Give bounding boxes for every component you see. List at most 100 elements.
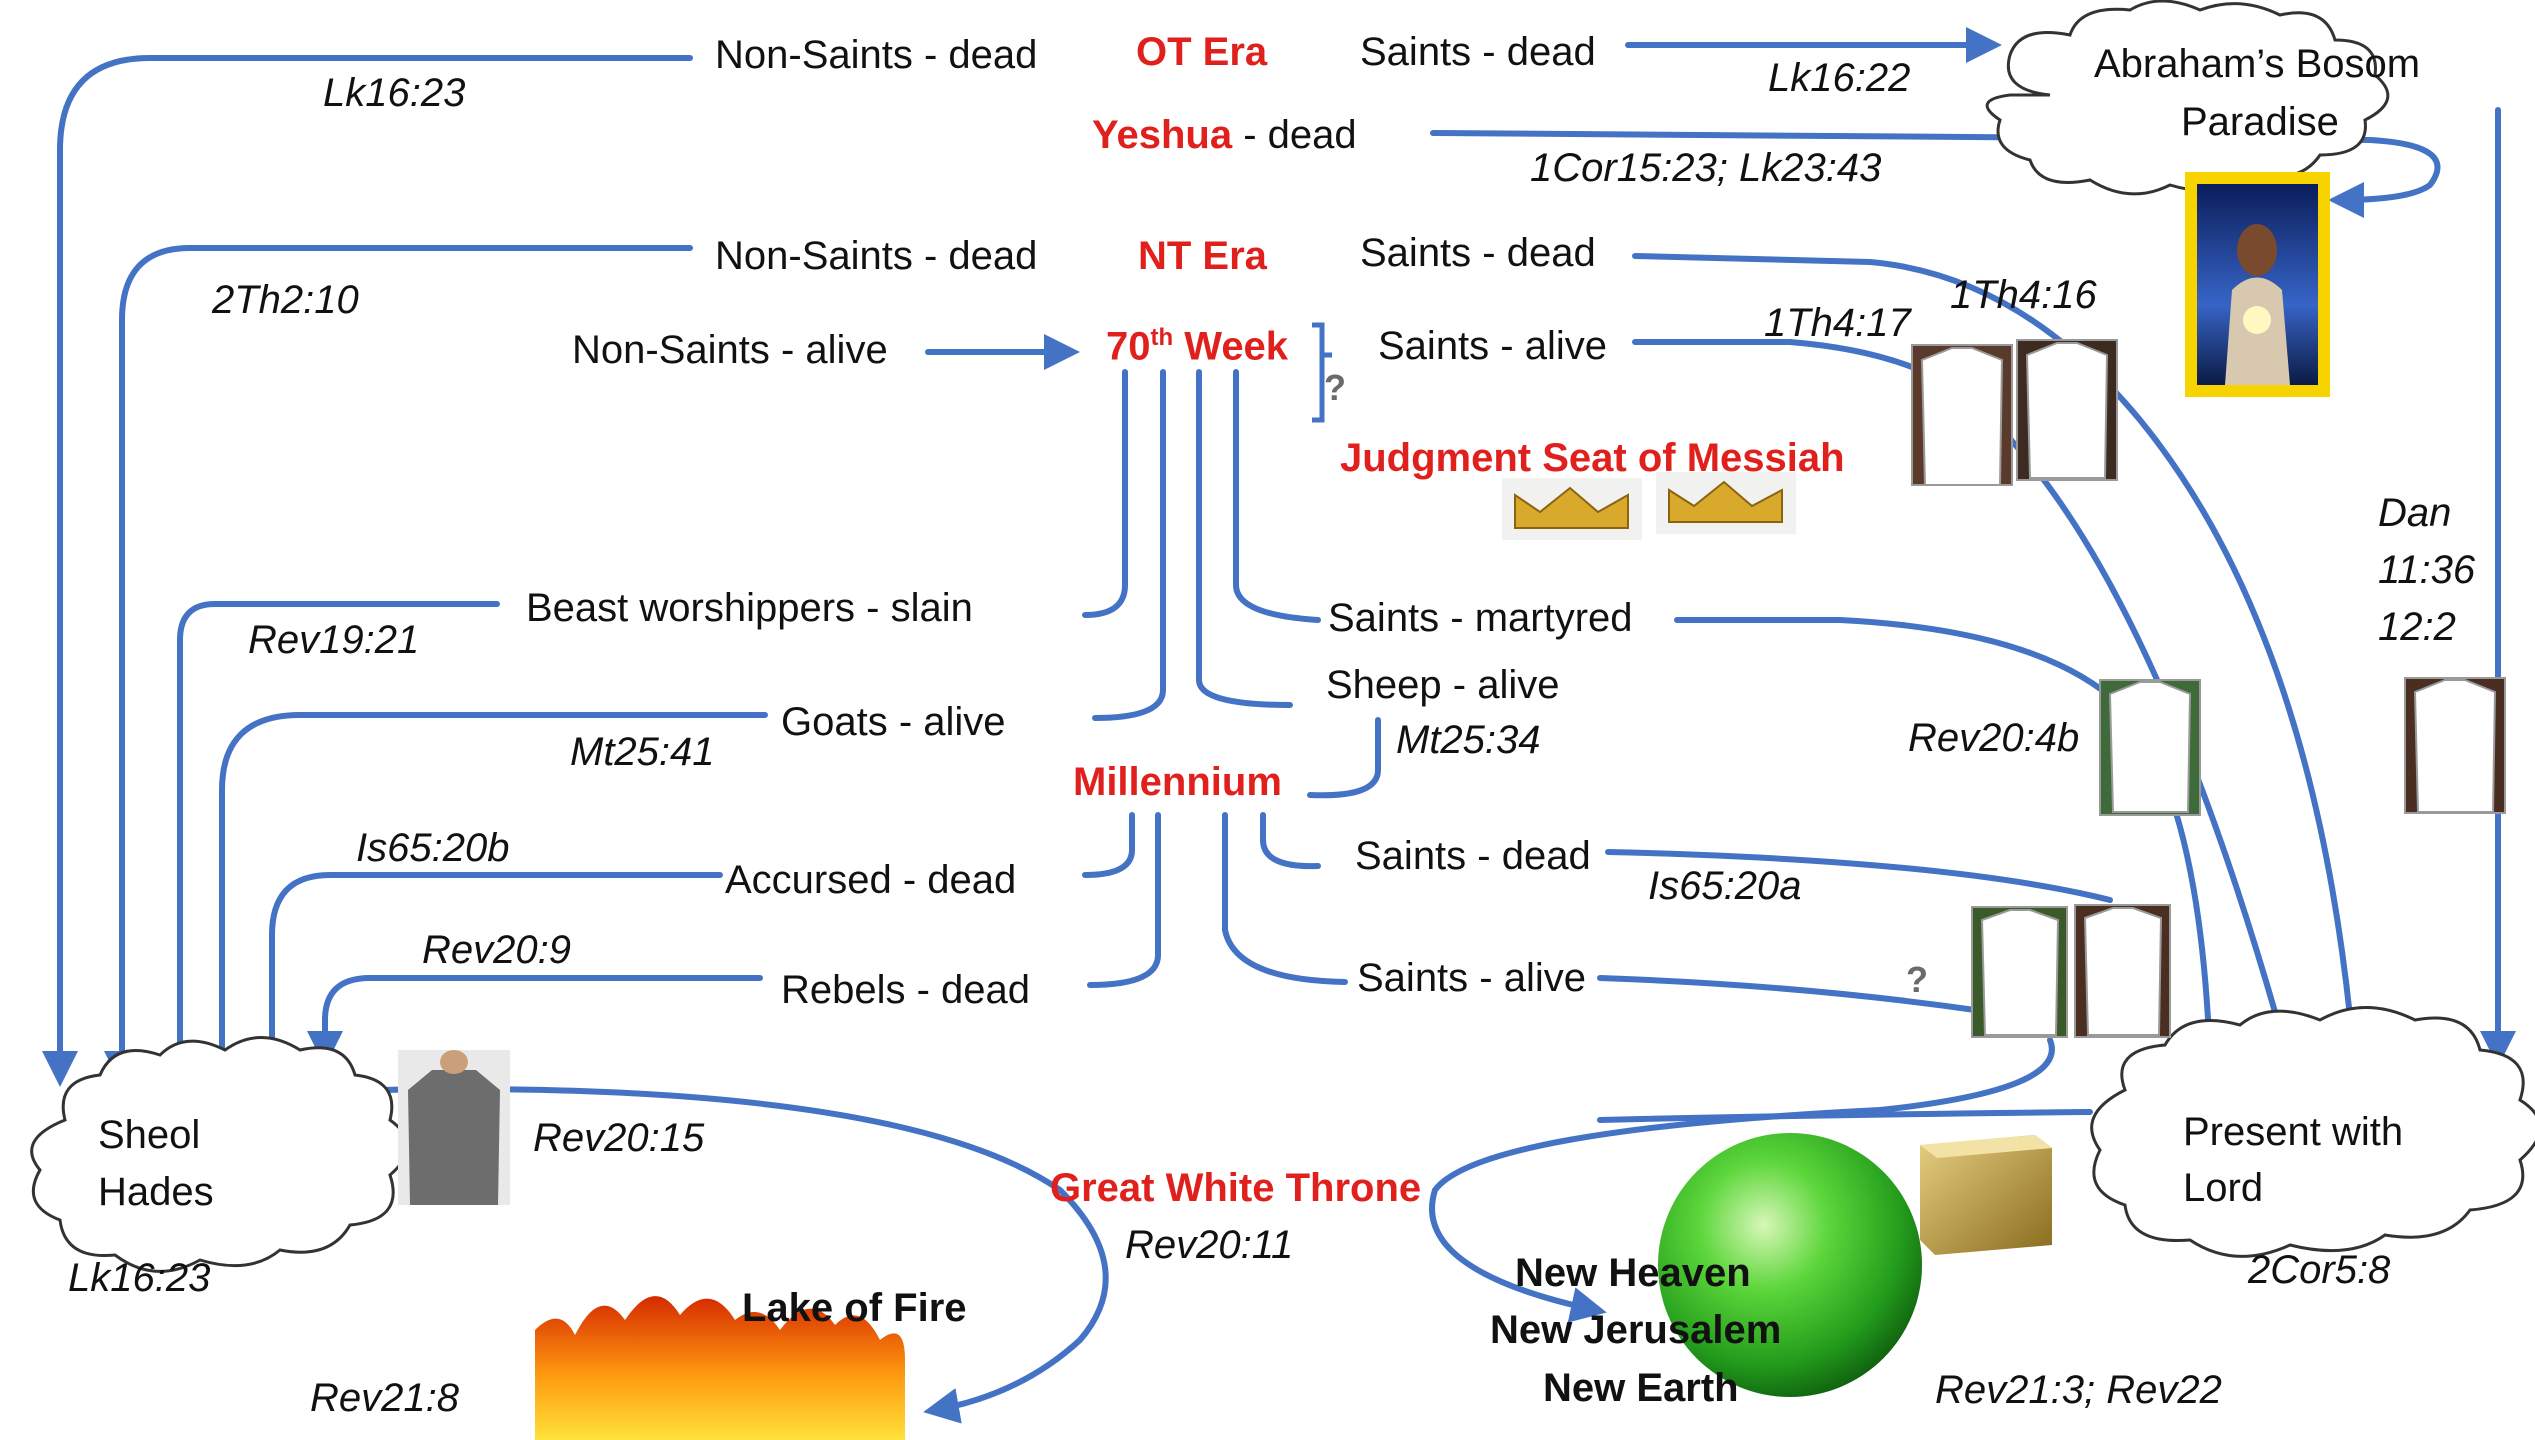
yeshua-name: Yeshua	[1092, 113, 1233, 157]
seventieth-week-label: 70th Week	[1106, 324, 1289, 369]
new-earth-globe	[1658, 1133, 1922, 1397]
ref-dan-1136: 11:36	[2378, 548, 2476, 592]
ref-dan-122: 12:2	[2378, 605, 2456, 649]
robe-figures	[1911, 339, 2506, 1038]
arrow-present-to-new-earth	[1597, 1109, 2093, 1123]
arrow-saints-to-new-earth	[1429, 1037, 2055, 1323]
cloud-sheol-hades	[30, 1036, 409, 1273]
branch-mill-to-saints-alive	[1222, 812, 1348, 985]
lake-of-fire-label: Lake of Fire	[742, 1286, 967, 1330]
arrow-rebels-to-sheol	[307, 975, 763, 1067]
branch-mill-to-accursed	[1082, 812, 1135, 878]
ot-saints-dead: Saints - dead	[1360, 30, 1596, 74]
yeshua-dead: Yeshua - dead	[1092, 115, 1357, 155]
branch-70th-to-sheep	[1196, 369, 1293, 708]
paradise-label: Paradise	[2181, 100, 2339, 144]
ref-rev218: Rev21:8	[310, 1376, 459, 1420]
ref-1cor1523: 1Cor15:23; Lk23:43	[1530, 146, 1882, 190]
question-mark-week: ?	[1324, 367, 1346, 408]
ref-lk1623-bottom: Lk16:23	[68, 1256, 211, 1300]
robe-dan	[2404, 677, 2506, 814]
ot-era-label: OT Era	[1136, 30, 1268, 74]
ref-lk1622: Lk16:22	[1768, 56, 1911, 100]
millennium-label: Millennium	[1073, 760, 1282, 804]
judgment-seat-label: Judgment Seat of Messiah	[1340, 436, 1845, 480]
ref-1th417: 1Th4:17	[1764, 301, 1911, 345]
accursed-dead: Accursed - dead	[725, 858, 1017, 902]
robe-rev204b	[2099, 679, 2201, 816]
ref-2cor58: 2Cor5:8	[2248, 1248, 2391, 1292]
millennium-saints-alive: Saints - alive	[1357, 956, 1586, 1000]
ref-dan: Dan	[2378, 491, 2452, 535]
nt-saints-dead: Saints - dead	[1360, 231, 1596, 275]
robe-1th4-b	[2016, 339, 2118, 481]
beast-worshippers-slain: Beast worshippers - slain	[526, 586, 973, 630]
nonsaints-alive: Non-Saints - alive	[572, 328, 888, 372]
lake-of-fire-image	[535, 1296, 905, 1440]
millennium-saints-dead: Saints - dead	[1355, 834, 1591, 878]
branch-70th-to-martyred	[1233, 369, 1321, 623]
robe-1th4-a	[1911, 344, 2013, 486]
rebels-dead: Rebels - dead	[781, 968, 1031, 1012]
sheep-alive: Sheep - alive	[1326, 663, 1560, 707]
arrow-nt-nonsaints-to-sheol	[104, 245, 693, 1087]
branch-mill-to-saints-dead	[1260, 812, 1321, 870]
arrow-beast-to-sheol	[162, 601, 500, 1087]
ref-rev2015: Rev20:15	[533, 1116, 705, 1160]
branch-sheep-to-millennium	[1307, 717, 1381, 799]
sheol-label: Sheol	[98, 1113, 201, 1157]
ref-is6520b: Is65:20b	[356, 826, 510, 870]
ref-rev1921: Rev19:21	[248, 618, 420, 662]
hades-label: Hades	[98, 1170, 214, 1214]
ref-rev213-rev22: Rev21:3; Rev22	[1935, 1368, 2222, 1412]
nt-era-label: NT Era	[1138, 234, 1267, 278]
branch-mill-to-rebels	[1087, 812, 1161, 988]
ref-2th210: 2Th2:10	[212, 278, 359, 322]
abrahams-bosom-label: Abraham’s Bosom	[2094, 42, 2421, 86]
goats-alive: Goats - alive	[781, 700, 1006, 744]
arrow-nt-saints-dead-to-present	[1632, 253, 2358, 1073]
new-jerusalem-cube	[1920, 1135, 2052, 1255]
week-bracket	[1312, 322, 1332, 423]
arrow-sheol-to-lake	[375, 1086, 1109, 1424]
ot-nonsaints-dead: Non-Saints - dead	[715, 33, 1038, 77]
cloud-present-with-lord	[2090, 1006, 2535, 1258]
new-heaven-label: New Heaven	[1515, 1251, 1751, 1295]
great-white-throne-label: Great White Throne	[1050, 1166, 1422, 1210]
question-mark-saints: ?	[1906, 959, 1928, 1000]
branch-70th-to-goats	[1092, 369, 1166, 721]
ref-1th416: 1Th4:16	[1950, 273, 2097, 317]
ref-mt2534: Mt25:34	[1396, 718, 1541, 762]
ref-lk1623-top: Lk16:23	[323, 71, 466, 115]
arrow-mill-saints-dead	[1605, 849, 2113, 903]
ref-rev209: Rev20:9	[422, 928, 571, 972]
week-word: Week	[1184, 324, 1289, 369]
branch-70th-to-beast	[1082, 369, 1128, 618]
robe-mill-b	[2074, 904, 2171, 1038]
arrow-goats-to-sheol	[204, 712, 768, 1087]
arrow-mill-saints-alive	[1597, 975, 1978, 1013]
ref-is6520a: Is65:20a	[1648, 864, 1802, 908]
robe-mill-a	[1971, 906, 2068, 1038]
arrow-yeshua-to-paradise	[1430, 130, 2441, 218]
ref-mt2541: Mt25:41	[570, 730, 715, 774]
yeshua-status: - dead	[1232, 113, 1357, 157]
cloud-abrahams-bosom	[1985, 0, 2390, 196]
new-jerusalem-label: New Jerusalem	[1490, 1308, 1782, 1352]
new-earth-label: New Earth	[1543, 1366, 1739, 1410]
ref-rev2011: Rev20:11	[1125, 1223, 1294, 1267]
crown-icons	[1502, 472, 1796, 540]
nt-nonsaints-dead: Non-Saints - dead	[715, 234, 1038, 278]
present-with-label: Present with	[2183, 1110, 2404, 1154]
lord-label: Lord	[2183, 1166, 2264, 1210]
saints-martyred: Saints - martyred	[1328, 596, 1633, 640]
ref-rev204b: Rev20:4b	[1908, 716, 2080, 760]
arrow-ot-nonsaints-to-sheol	[42, 55, 693, 1087]
week-number: 70	[1106, 324, 1151, 369]
arrow-accursed-to-sheol	[254, 872, 723, 1087]
jesus-paradise-image	[2185, 172, 2330, 397]
week-ordinal: th	[1150, 324, 1174, 351]
gray-robe-figure	[398, 1050, 510, 1205]
